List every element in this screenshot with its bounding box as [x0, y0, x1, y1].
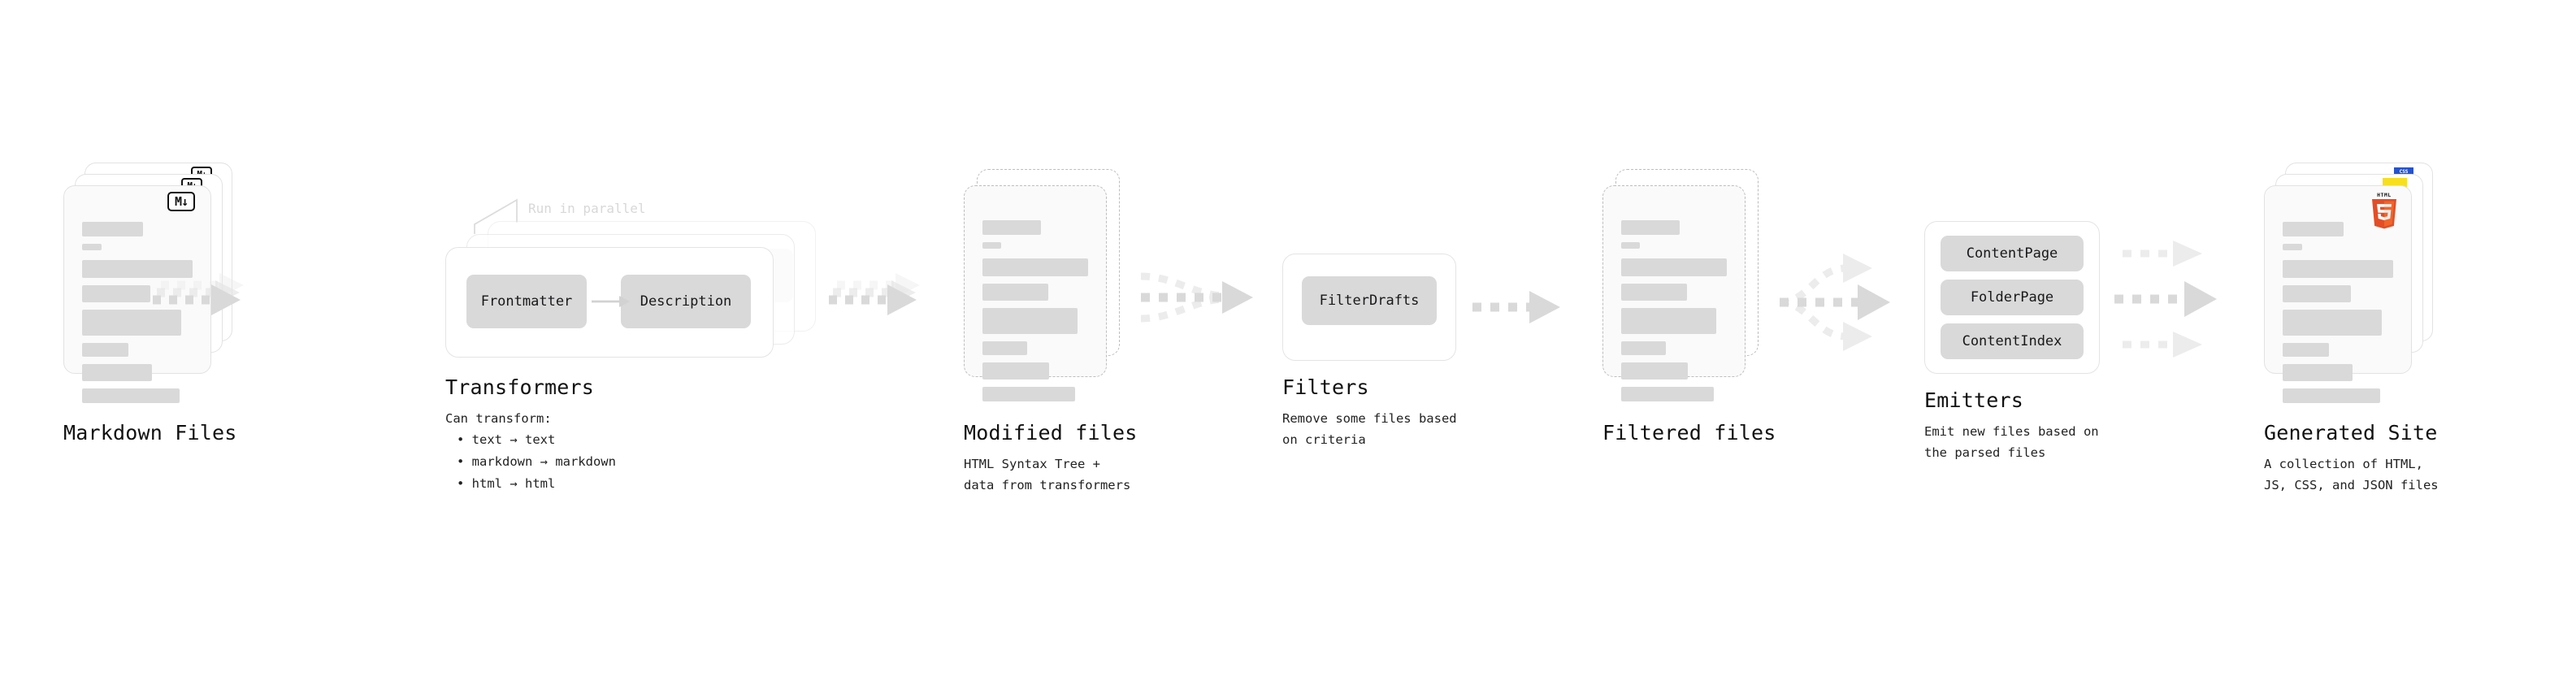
doc-line: [1621, 341, 1666, 355]
doc-line: [1621, 308, 1716, 334]
generated-site-title: Generated Site: [2264, 421, 2438, 445]
doc-line: [2283, 343, 2330, 357]
transformer-pill-description[interactable]: Description: [621, 275, 751, 328]
doc-line: [82, 260, 193, 278]
arrow-modified-to-filters: [1140, 272, 1253, 323]
doc-line: [982, 258, 1088, 276]
doc-line: [1621, 258, 1727, 276]
doc-line: [82, 310, 182, 336]
modified-files-description-1: data from transformers: [964, 478, 1131, 492]
doc-line: [2283, 388, 2380, 403]
transformer-pill-frontmatter[interactable]: Frontmatter: [466, 275, 587, 328]
modified-files-description-0: HTML Syntax Tree +: [964, 457, 1100, 471]
doc-line: [1621, 220, 1680, 235]
filters-description-0: Remove some files based: [1282, 411, 1457, 426]
doc-line: [982, 362, 1049, 380]
arrow-emitters-to-site: [2114, 241, 2217, 358]
arrow-filtered-to-emitters: [1779, 254, 1890, 351]
transformer-arrow-front: [592, 296, 630, 307]
markdown-files-title: Markdown Files: [63, 421, 237, 445]
doc-line: [1621, 387, 1715, 401]
emitters-description-0: Emit new files based on: [1924, 424, 2099, 439]
doc-line: [82, 364, 152, 381]
generated-site-description-1: JS, CSS, and JSON files: [2264, 478, 2439, 492]
doc-line: [2283, 222, 2344, 236]
doc-line: [2283, 260, 2393, 278]
run-in-parallel-annotation: Run in parallel: [528, 201, 646, 216]
doc-line: [2283, 364, 2353, 381]
emitters-pill-folderpage[interactable]: FolderPage: [1941, 280, 2084, 315]
modified-card-front: [964, 185, 1107, 401]
markdown-files-stack: M↓ M↓ M↓: [63, 163, 234, 403]
doc-line: [1621, 362, 1688, 380]
doc-line: [82, 222, 143, 236]
arrow-markdown-to-transformers: [153, 273, 244, 315]
doc-line: [2283, 310, 2383, 336]
markdown-card-front: [63, 185, 211, 403]
css3-badge: CSS: [2394, 167, 2413, 176]
doc-line: [82, 343, 129, 357]
emitters-pill-contentindex[interactable]: ContentIndex: [1941, 323, 2084, 359]
transformers-title: Transformers: [445, 375, 595, 399]
doc-line: [982, 308, 1078, 334]
doc-line: [2283, 244, 2303, 250]
doc-line: [2283, 285, 2352, 302]
transformers-bullet-0: • text → text: [457, 432, 556, 447]
transformers-group: Frontmatter Description: [445, 221, 827, 367]
markdown-icon-front: M↓: [167, 192, 195, 211]
generated-site-stack: CSS HTML: [2264, 163, 2451, 403]
doc-line: [982, 387, 1076, 401]
html5-logo: HTML: [2372, 192, 2396, 229]
generated-site-description-0: A collection of HTML,: [2264, 457, 2423, 471]
emitters-title: Emitters: [1924, 388, 2024, 412]
doc-line: [982, 284, 1048, 301]
site-card-lines: [2283, 222, 2393, 410]
doc-line: [1621, 242, 1641, 249]
doc-line: [982, 242, 1002, 249]
transformers-bullet-1: • markdown → markdown: [457, 454, 616, 469]
run-in-parallel-bracket: [474, 198, 518, 234]
doc-line: [1621, 284, 1687, 301]
filters-description-1: on criteria: [1282, 432, 1366, 447]
modified-files-title: Modified files: [964, 421, 1138, 445]
modified-files-stack: [964, 169, 1134, 405]
transformers-description-heading: Can transform:: [445, 411, 552, 426]
arrow-filters-to-filtered: [1472, 291, 1560, 323]
filtered-card-lines: [1621, 220, 1727, 409]
emitters-pill-contentpage[interactable]: ContentPage: [1941, 236, 2084, 271]
emitters-description-1: the parsed files: [1924, 445, 2046, 460]
doc-line: [982, 341, 1027, 355]
filtered-files-title: Filtered files: [1602, 421, 1776, 445]
markdown-card-lines: [82, 222, 193, 410]
doc-line: [82, 388, 180, 403]
transformers-bullet-2: • html → html: [457, 476, 556, 491]
doc-line: [982, 220, 1041, 235]
filters-title: Filters: [1282, 375, 1369, 399]
site-card-front: [2264, 185, 2412, 403]
filtered-card-front: [1602, 185, 1746, 401]
modified-card-lines: [982, 220, 1088, 409]
filters-pill-filterdrafts[interactable]: FilterDrafts: [1302, 276, 1437, 325]
doc-line: [82, 285, 151, 302]
arrow-transformers-to-modified: [829, 273, 920, 315]
filtered-files-stack: [1602, 169, 1773, 405]
doc-line: [82, 244, 102, 250]
svg-text:HTML: HTML: [2377, 192, 2392, 198]
